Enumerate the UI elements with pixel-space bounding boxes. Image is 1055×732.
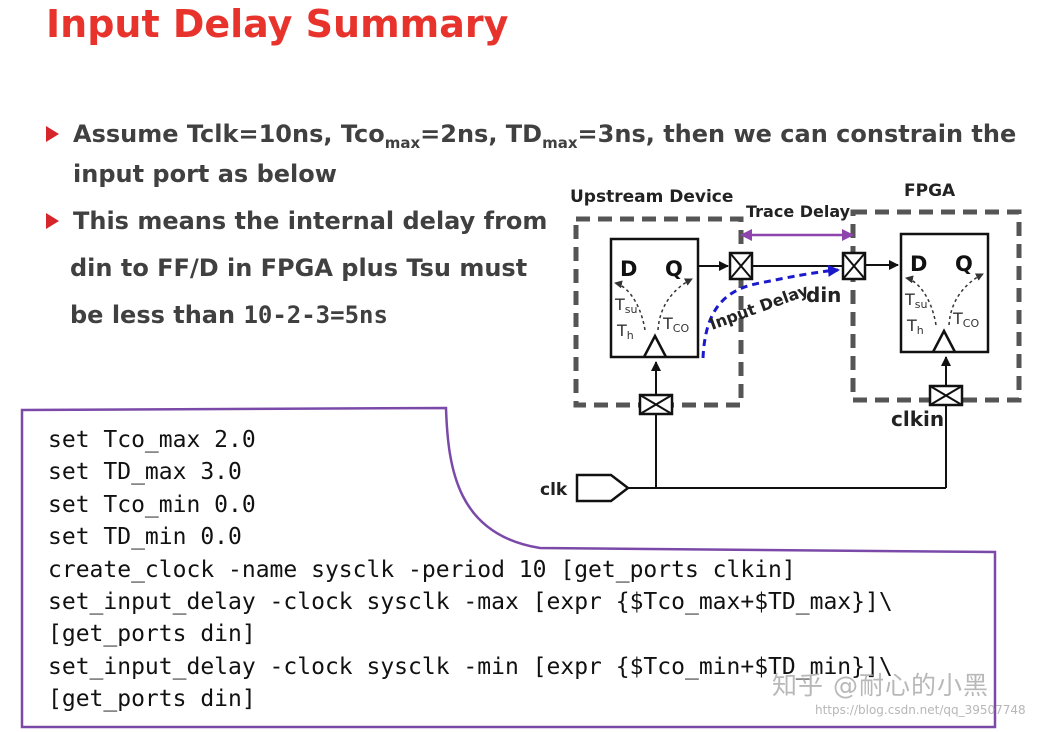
svg-text:Tsu: Tsu [614, 295, 637, 316]
fpga-th-sub: h [917, 324, 924, 337]
upstream-output-pad-icon [728, 251, 754, 281]
fpga-clock-pad-icon [928, 384, 964, 407]
upstream-tsu-t: T [614, 295, 625, 314]
fpga-tsu-sub: su [915, 298, 928, 311]
fpga-clock-triangle [931, 328, 957, 353]
din-label: din [806, 283, 841, 307]
clkin-label: clkin [891, 407, 944, 431]
bullet-1-sub-2: max [542, 134, 578, 152]
code-line: [get_ports din] [48, 621, 256, 648]
bullet-1-line-2: input port as below [73, 160, 337, 188]
watermark-url: https://blog.csdn.net/qq_39507748 [815, 703, 1026, 717]
svg-text:Th: Th [906, 316, 924, 337]
code-line: create_clock -name sysclk -period 10 [ge… [48, 556, 796, 583]
trace-delay-label: Trace Delay [746, 202, 851, 221]
input-delay-path [701, 264, 840, 359]
fpga-ff-d: D [910, 252, 927, 276]
watermark-zhihu: 知乎 @耐心的小黑 [772, 671, 989, 700]
upstream-tco-sub: CO [673, 322, 690, 335]
upstream-th-sub: h [627, 329, 634, 342]
code-frame-border [20, 406, 997, 729]
fpga-tco-t: T [952, 309, 963, 328]
fpga-tsu-t: T [904, 290, 915, 309]
bullet-2-line-2: din to FF/D in FPGA plus Tsu must [70, 254, 528, 282]
code-line: set_input_delay -clock sysclk -min [expr… [48, 653, 893, 680]
bullet-1-text-pre: Assume Tclk=10ns, Tco [73, 120, 385, 148]
clk-label: clk [540, 480, 568, 500]
svg-text:Tsu: Tsu [904, 290, 927, 311]
bullet-1: Assume Tclk=10ns, Tcomax=2ns, TDmax=3ns,… [73, 111, 1016, 167]
bullet-2-line-3-text: be less than [70, 301, 244, 329]
tcl-code-block: set Tco_max 2.0 set TD_max 3.0 set Tco_m… [48, 424, 893, 716]
bullet-2-line-3-value: 10-2-3=5ns [243, 301, 388, 329]
bullet-arrow-icon [46, 213, 59, 229]
code-line: [get_ports din] [48, 686, 256, 713]
bullet-1-sub-1: max [384, 134, 421, 152]
code-line: set Tco_min 0.0 [48, 491, 256, 518]
fpga-tco-sub: CO [963, 317, 980, 330]
upstream-clock-pad-icon [638, 393, 674, 416]
bullet-1-text-post: =3ns, then we can constrain the [577, 120, 1017, 148]
upstream-device-label: Upstream Device [570, 187, 733, 207]
clk-source-icon [575, 473, 631, 503]
code-line: set_input_delay -clock sysclk -max [expr… [48, 589, 893, 616]
code-line: set Tco_max 2.0 [48, 427, 256, 453]
bullet-1-text-mid: =2ns, TD [420, 120, 543, 148]
upstream-th-t: T [616, 321, 627, 340]
bullet-2-line-3: be less than 10-2-3=5ns [70, 292, 388, 339]
code-line: set TD_min 0.0 [48, 524, 242, 551]
input-delay-label: Input Delay [707, 280, 812, 334]
bullet-arrow-icon [46, 126, 59, 142]
svg-text:TCO: TCO [662, 314, 689, 335]
fpga-th-t: T [906, 316, 917, 335]
upstream-clock-triangle [642, 333, 668, 358]
fpga-label: FPGA [904, 181, 956, 201]
fpga-ff-q: Q [955, 252, 973, 276]
code-line: set TD_max 3.0 [48, 459, 242, 486]
upstream-ff-d: D [620, 257, 637, 281]
slide-title: Input Delay Summary [46, 2, 509, 46]
upstream-tco-t: T [662, 314, 673, 333]
svg-text:Th: Th [616, 321, 634, 342]
svg-text:TCO: TCO [952, 309, 979, 330]
fpga-input-pad-icon [841, 251, 867, 281]
upstream-tsu-sub: su [625, 303, 638, 316]
bullet-2-line-1: This means the internal delay from [73, 207, 548, 235]
upstream-ff-q: Q [665, 257, 683, 281]
